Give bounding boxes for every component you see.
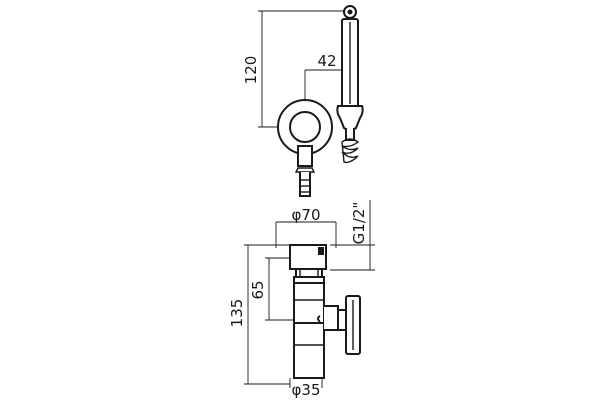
hand-shower xyxy=(336,5,364,164)
dimension-label-120: 120 xyxy=(242,56,260,85)
dimension-label-diameter-35: φ35 xyxy=(292,381,321,399)
valve-body xyxy=(289,244,327,379)
dimension-135: 135 xyxy=(228,244,290,385)
wall-plate xyxy=(277,99,333,155)
dimension-diameter-70: φ70 xyxy=(275,206,337,248)
side-view: φ70 G1/2" 135 65 φ35 xyxy=(228,200,375,399)
dimension-diameter-35: φ35 xyxy=(289,378,323,399)
top-view: 120 42 xyxy=(242,5,364,197)
side-outlet xyxy=(317,295,361,355)
dimension-label-65: 65 xyxy=(249,280,267,299)
dimension-label-thread: G1/2" xyxy=(350,202,368,245)
dimension-label-42: 42 xyxy=(317,52,336,70)
dimension-thread: G1/2" xyxy=(330,200,375,271)
hose-connector xyxy=(294,145,316,197)
dimension-label-135: 135 xyxy=(228,299,246,328)
dimension-label-diameter-70: φ70 xyxy=(292,206,321,224)
dimension-65: 65 xyxy=(249,257,320,321)
dimension-120: 120 xyxy=(242,10,350,128)
